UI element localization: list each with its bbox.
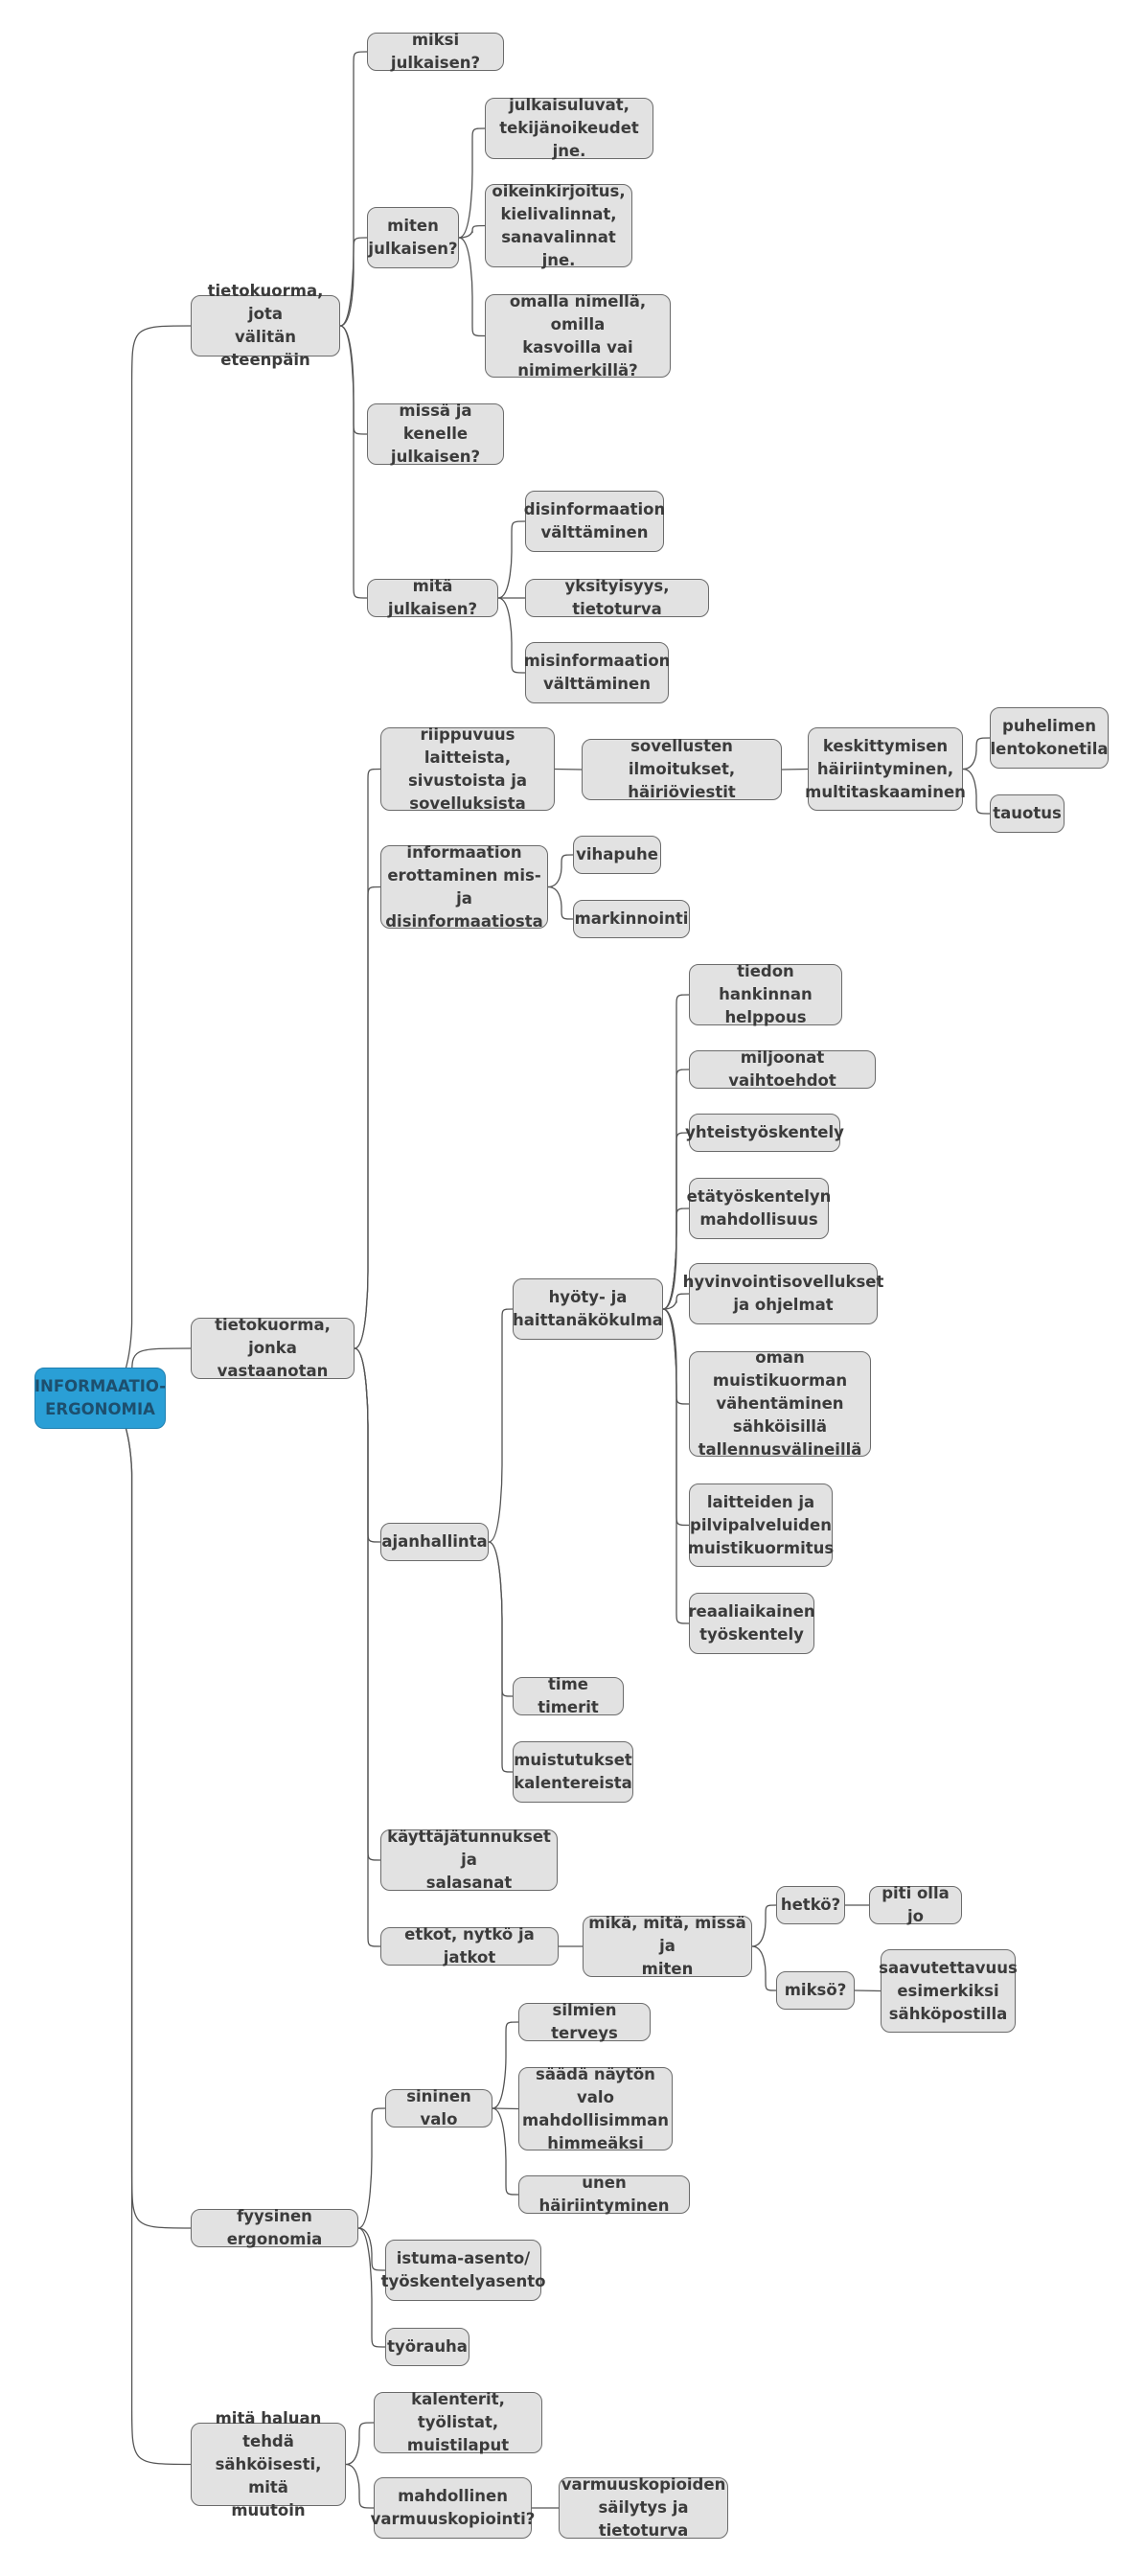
node-why-publish[interactable]: miksi julkaisen?	[367, 31, 504, 72]
connector-n15-n17	[962, 768, 991, 815]
connector-n40-n41	[357, 2107, 386, 2229]
node-where-and-to-whom[interactable]: missä ja kenelle julkaisen?	[367, 402, 504, 466]
node-easy-information[interactable]: tiedon hankinnan helppous	[689, 962, 842, 1026]
connector-n18-n19	[547, 854, 574, 888]
mindmap-root-node[interactable]: INFORMAATIO- ERGONOMIA	[34, 1368, 166, 1429]
branch-received-info-load[interactable]: tietokuorma, jonka vastaanotan	[191, 1316, 355, 1380]
node-airplane-mode[interactable]: puhelimen lentokonetila	[990, 707, 1109, 769]
node-blue-light[interactable]: sininen valo	[385, 2087, 492, 2128]
connector-n21-n31	[488, 1541, 514, 1697]
node-how-publish[interactable]: miten julkaisen?	[367, 207, 459, 268]
connector-n03-n05	[458, 224, 486, 239]
node-time-timers[interactable]: time timerit	[513, 1675, 624, 1716]
connector-n21-n22	[488, 1308, 514, 1543]
node-eye-health[interactable]: silmien terveys	[518, 2001, 651, 2042]
node-possible-backup[interactable]: mahdollinen varmuuskopiointi?	[371, 2477, 535, 2539]
connector-n38-n39	[854, 1990, 882, 1992]
connector-n47-n48	[345, 2422, 375, 2466]
connector-n41-n43	[492, 2107, 519, 2110]
node-why-question[interactable]: miksö?	[776, 1971, 855, 2010]
node-remote-work[interactable]: etätyöskentelyn mahdollisuus	[687, 1178, 831, 1239]
connector-n22-n26	[662, 1208, 690, 1310]
connector-n12-n18	[354, 886, 381, 1349]
connector-n41-n42	[492, 2021, 519, 2109]
connector-n40-n45	[357, 2227, 386, 2271]
connector-root-n40	[100, 1397, 192, 2229]
branch-digital-or-not[interactable]: mitä haluan tehdä sähköisesti, mitä muut…	[191, 2409, 346, 2519]
node-pre-now-after[interactable]: etkot, nytkö ja jatkot	[380, 1925, 559, 1966]
connector-n18-n20	[547, 886, 574, 920]
connector-n12-n34	[354, 1347, 381, 1947]
connector-n35-n38	[751, 1945, 777, 1991]
connector-n15-n16	[962, 737, 991, 770]
node-reduce-memory-load[interactable]: oman muistikuorman vähentäminen sähköisi…	[689, 1348, 871, 1459]
connector-n21-n32	[488, 1541, 514, 1773]
node-should-be-already[interactable]: piti olla jo	[869, 1884, 962, 1925]
connector-n22-n27	[662, 1293, 690, 1310]
node-device-dependency[interactable]: riippuvuus laitteista, sivustoista ja so…	[380, 725, 555, 813]
node-usernames-passwords[interactable]: käyttäjätunnukset ja salasanat	[380, 1828, 558, 1892]
node-publishing-permissions[interactable]: julkaisuluvat, tekijänoikeudet jne.	[485, 96, 653, 160]
node-real-time-work[interactable]: reaaliaikainen työskentely	[688, 1593, 815, 1654]
node-avoid-disinformation[interactable]: disinformaation välttäminen	[524, 491, 665, 552]
node-time-management[interactable]: ajanhallinta	[380, 1523, 489, 1561]
node-focus-disruption[interactable]: keskittymisen häiriintyminen, multitaska…	[805, 727, 966, 811]
node-pros-and-cons[interactable]: hyöty- ja haittanäkökulma	[513, 1278, 663, 1340]
branch-physical-ergonomics[interactable]: fyysinen ergonomia	[191, 2207, 358, 2248]
connector-n01-n03	[339, 237, 368, 327]
connector-root-n01	[100, 325, 192, 1399]
connector-n08-n09	[497, 520, 526, 599]
connector-n03-n06	[458, 237, 486, 337]
node-what-to-publish[interactable]: mitä julkaisen?	[367, 577, 498, 618]
node-hate-speech[interactable]: vihapuhe	[573, 836, 661, 874]
node-work-peace[interactable]: työrauha	[385, 2328, 469, 2366]
node-what-where-how[interactable]: mikä, mitä, missä ja miten	[583, 1914, 752, 1978]
node-avoid-misinformation[interactable]: misinformaation välttäminen	[524, 642, 670, 703]
connector-root-n47	[100, 1397, 192, 2466]
connector-n03-n04	[458, 127, 486, 239]
connector-n47-n49	[345, 2463, 375, 2509]
node-app-notifications[interactable]: sovellusten ilmoitukset, häiriöviestit	[582, 737, 782, 801]
node-million-options[interactable]: miljoonat vaihtoehdot	[689, 1048, 876, 1090]
node-accessibility-email[interactable]: saavutettavuus esimerkiksi sähköpostilla	[879, 1949, 1018, 2033]
connector-n08-n11	[497, 597, 526, 674]
node-marketing[interactable]: markinnointi	[573, 900, 690, 938]
node-when-question[interactable]: hetkö?	[776, 1886, 845, 1924]
node-spelling-and-language[interactable]: oikeinkirjoitus, kielivalinnat, sanavali…	[485, 182, 632, 269]
branch-shared-info-load[interactable]: tietokuorma, jota välitän eteenpäin	[191, 282, 340, 369]
node-separate-mis-disinfo[interactable]: informaation erottaminen mis- ja disinfo…	[380, 843, 548, 931]
node-calendar-reminders[interactable]: muistutukset kalentereista	[513, 1741, 633, 1803]
node-sitting-posture[interactable]: istuma-asento/ työskentelyasento	[381, 2240, 545, 2301]
node-name-or-pseudonym[interactable]: omalla nimellä, omilla kasvoilla vai nim…	[485, 292, 671, 380]
node-dim-screen[interactable]: säädä näytön valo mahdollisimman himmeäk…	[518, 2065, 673, 2152]
node-cloud-memory-load[interactable]: laitteiden ja pilvipalveluiden muistikuo…	[688, 1484, 834, 1567]
node-sleep-disruption[interactable]: unen häiriintyminen	[518, 2174, 690, 2215]
node-calendars-lists[interactable]: kalenterit, työlistat, muistilaput	[374, 2390, 542, 2454]
node-wellbeing-apps[interactable]: hyvinvointisovellukset ja ohjelmat	[683, 1263, 883, 1324]
connector-n22-n30	[662, 1308, 690, 1624]
node-collaboration[interactable]: yhteistyöskentely	[685, 1114, 844, 1152]
connector-n41-n44	[492, 2107, 519, 2196]
node-breaks[interactable]: tauotus	[990, 794, 1065, 833]
connector-n35-n36	[751, 1904, 777, 1947]
connector-n40-n46	[357, 2227, 386, 2348]
connector-n01-n08	[339, 325, 368, 599]
node-privacy-security[interactable]: yksityisyys, tietoturva	[525, 577, 709, 618]
node-backup-storage[interactable]: varmuuskopioiden säilytys ja tietoturva	[559, 2475, 728, 2540]
